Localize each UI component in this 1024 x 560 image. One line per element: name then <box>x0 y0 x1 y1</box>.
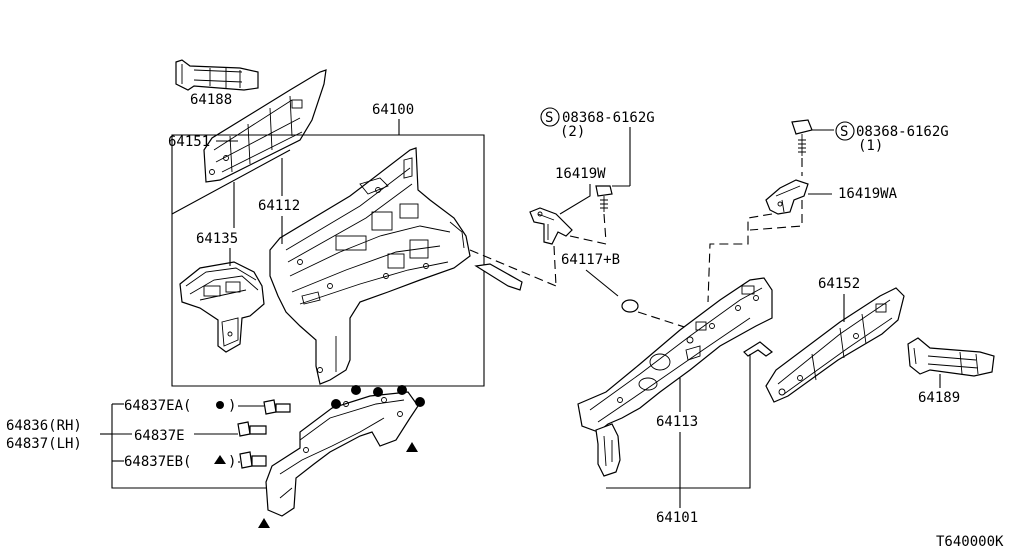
label-64113: 64113 <box>656 414 698 430</box>
part-64189-bracket <box>907 337 995 377</box>
label-64837eb: 64837EB( <box>124 454 191 470</box>
label-screw-1: 08368-6162G <box>856 124 949 140</box>
part-64836-panel <box>265 391 419 517</box>
part-64113-lower-bracket <box>595 423 621 477</box>
label-64837ea-close: ) <box>228 398 236 414</box>
label-screw-2: 08368-6162G <box>562 110 655 126</box>
label-64112: 64112 <box>258 198 300 214</box>
label-16419w: 16419W <box>555 166 606 182</box>
label-64100: 64100 <box>372 102 414 118</box>
s-symbol-letter-2: S <box>545 110 553 126</box>
part-64117b-grommet <box>621 299 639 313</box>
part-64188-bracket <box>175 59 259 91</box>
label-64188: 64188 <box>190 92 232 108</box>
label-64151: 64151 <box>168 134 210 150</box>
label-64135: 64135 <box>196 231 238 247</box>
triangle-markers <box>258 442 418 528</box>
label-64152: 64152 <box>818 276 860 292</box>
s-symbol-2: S <box>540 107 560 127</box>
part-64112-strip <box>474 263 523 291</box>
s-symbol-1: S <box>835 121 855 141</box>
label-screw-2-qty: (2) <box>560 124 585 140</box>
label-64117b: 64117+B <box>561 252 620 268</box>
label-16419wa: 16419WA <box>838 186 898 202</box>
s-symbol-letter-1: S <box>840 124 848 140</box>
label-64101: 64101 <box>656 510 698 526</box>
part-16419wa-bracket <box>765 179 809 215</box>
part-64112-panel <box>269 147 471 385</box>
label-64837e: 64837E <box>134 428 185 444</box>
marker-icon-dot <box>216 401 224 409</box>
part-64151-reinforcement <box>203 69 327 183</box>
part-16419w-bracket <box>529 207 573 245</box>
part-64113-side-member <box>577 277 773 433</box>
label-64189: 64189 <box>918 390 960 406</box>
screw-part-2 <box>595 185 613 212</box>
bolt-64837eb <box>239 451 267 469</box>
part-64152-reinforcement <box>765 287 905 403</box>
bolt-64837e <box>237 421 267 437</box>
label-64837: 64837(LH) <box>6 436 82 452</box>
label-screw-1-qty: (1) <box>858 138 883 154</box>
label-64836: 64836(RH) <box>6 418 82 434</box>
screw-part-1 <box>791 119 813 156</box>
bolt-64837ea <box>263 399 291 415</box>
part-64113-clip <box>743 341 774 357</box>
part-64135-bracket <box>179 261 265 353</box>
label-64837eb-close: ) <box>228 454 236 470</box>
diagram-code: T640000K <box>936 534 1004 550</box>
marker-icon-triangle <box>214 455 226 464</box>
label-64837ea: 64837EA( <box>124 398 191 414</box>
round-markers <box>331 385 425 409</box>
